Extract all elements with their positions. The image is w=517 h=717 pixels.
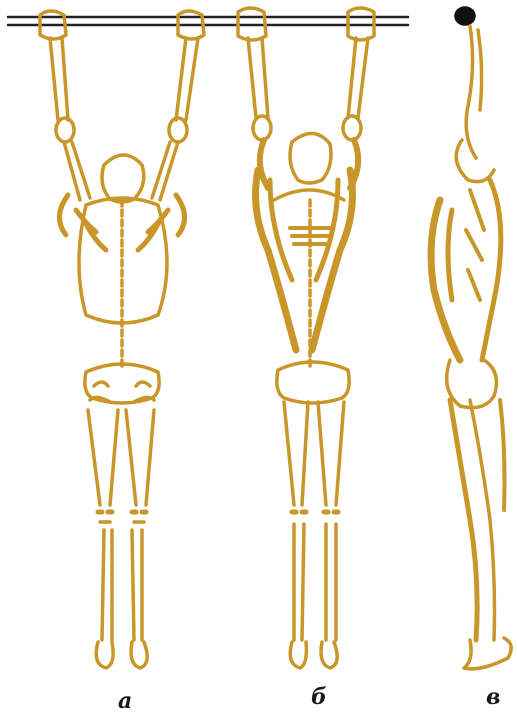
figure-b-skeleton [238,8,374,668]
figure-label-a: а [118,690,132,712]
figure-label-b: б [311,686,327,708]
figure-a-skeleton [40,11,204,668]
figure-v-side-view [431,8,511,669]
figure-label-v: в [486,686,500,708]
